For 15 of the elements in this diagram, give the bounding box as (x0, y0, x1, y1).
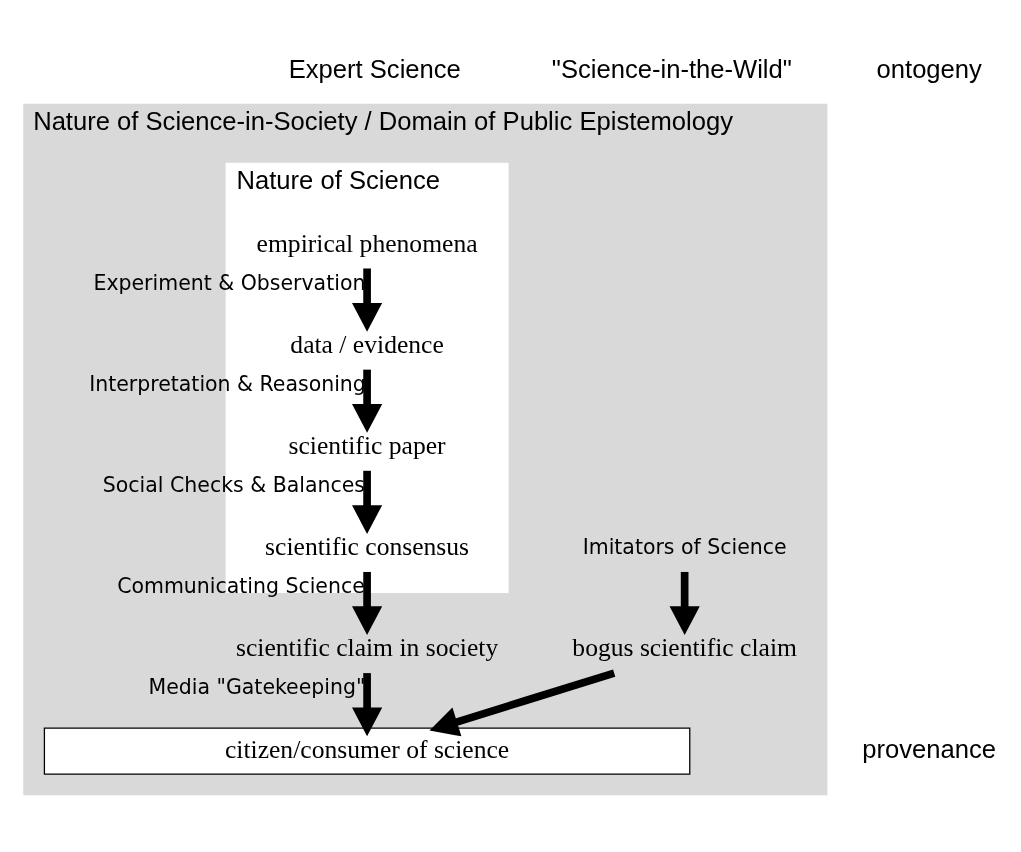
node-text: scientific claim in society (235, 632, 499, 662)
node-text: bogus scientific claim (572, 632, 797, 662)
label: Expert Science (288, 54, 461, 83)
node-text: Imitators of Science (582, 534, 787, 559)
label: "Science-in-the-Wild" (551, 54, 792, 83)
arrow (352, 268, 383, 332)
node-text: scientific consensus (265, 531, 470, 561)
arrow (429, 668, 616, 736)
node-text: data / evidence (290, 329, 444, 359)
node-text: scientific paper (288, 430, 446, 460)
node-box: citizen/consumer of science (43, 726, 691, 775)
label: ontogeny (876, 54, 982, 83)
node-text: empirical phenomena (256, 228, 478, 258)
arrow (352, 571, 383, 635)
label: provenance (862, 734, 997, 762)
